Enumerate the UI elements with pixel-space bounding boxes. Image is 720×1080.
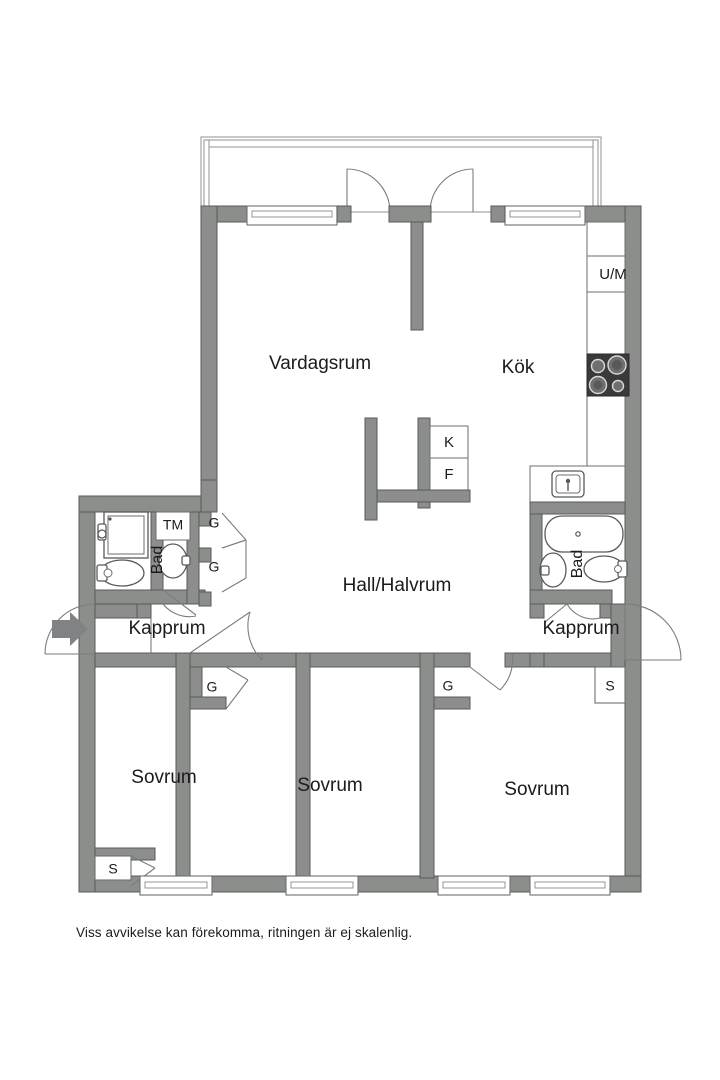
bathroom-left-label: Bad xyxy=(149,546,166,574)
freezer-label: F xyxy=(444,466,453,483)
room-label-sovrum-2: Sovrum xyxy=(297,775,362,796)
closet-s-label: S xyxy=(108,861,117,877)
closet-g-label: G xyxy=(209,515,220,531)
wall-nub xyxy=(336,205,352,223)
wall-hall-cross-h xyxy=(364,489,471,503)
shower-icon xyxy=(97,511,149,559)
closet-s-sovrum1: S xyxy=(94,847,156,887)
door-arcs-kapprum xyxy=(150,611,514,691)
kapprum-walls xyxy=(94,603,626,879)
sink-icon-bath-left xyxy=(158,543,191,579)
oven-microwave-label: U/M xyxy=(599,266,627,283)
room-label-hall-halvrum: Hall/Halvrum xyxy=(343,575,452,596)
oven-microwave: U/M xyxy=(599,266,627,283)
kitchen-counter xyxy=(529,221,626,503)
washing-machine-label: TM xyxy=(163,517,183,533)
sink-icon xyxy=(551,470,585,498)
toilet-icon-right xyxy=(583,555,628,583)
sink-icon-bath-right xyxy=(539,552,567,588)
closet-g-label: G xyxy=(209,559,220,575)
room-label-kok: Kök xyxy=(502,357,535,378)
disclaimer-caption: Viss avvikelse kan förekomma, ritningen … xyxy=(76,925,413,940)
wall-hall-cross-v xyxy=(364,417,378,521)
closet-g-label: G xyxy=(207,679,218,695)
window-sovrum-1 xyxy=(139,875,213,896)
balcony xyxy=(200,136,602,213)
closet-s-kapprum: S xyxy=(594,666,626,704)
room-label-vardagsrum: Vardagsrum xyxy=(269,353,371,374)
closet-g-label: G xyxy=(443,678,454,694)
closet-g-sovrum1: G xyxy=(189,666,249,710)
closet-g-sovrum3: G xyxy=(433,678,471,710)
fridge-label: K xyxy=(444,434,454,451)
entrance-right[interactable] xyxy=(624,603,682,661)
window-sovrum-3b xyxy=(529,875,611,896)
wall-living-kitchen xyxy=(410,221,424,331)
window-sovrum-3a xyxy=(437,875,511,896)
washing-machine: TM xyxy=(155,511,191,541)
window-living-room xyxy=(246,205,338,226)
bathroom-left: TM Bad xyxy=(94,511,206,618)
exterior-walls xyxy=(78,205,642,893)
bathtub-icon xyxy=(544,515,624,553)
bathroom-right: Bad xyxy=(529,501,628,623)
arrow-right-icon xyxy=(52,612,88,646)
room-label-sovrum-1: Sovrum xyxy=(131,767,196,788)
wall-nub xyxy=(490,205,506,223)
window-kitchen xyxy=(504,205,586,226)
room-label-kapprum-right: Kapprum xyxy=(542,618,619,639)
toilet-icon xyxy=(96,559,145,587)
entrance-left[interactable] xyxy=(44,603,96,655)
closet-g-bath-lower: G xyxy=(198,539,247,607)
bathroom-right-label: Bad xyxy=(569,550,586,578)
room-label-sovrum-3: Sovrum xyxy=(504,779,569,800)
closet-s-label: S xyxy=(605,678,614,694)
window-sovrum-2a xyxy=(285,875,359,896)
stovetop-icon xyxy=(586,353,630,397)
room-label-kapprum-left: Kapprum xyxy=(128,618,205,639)
